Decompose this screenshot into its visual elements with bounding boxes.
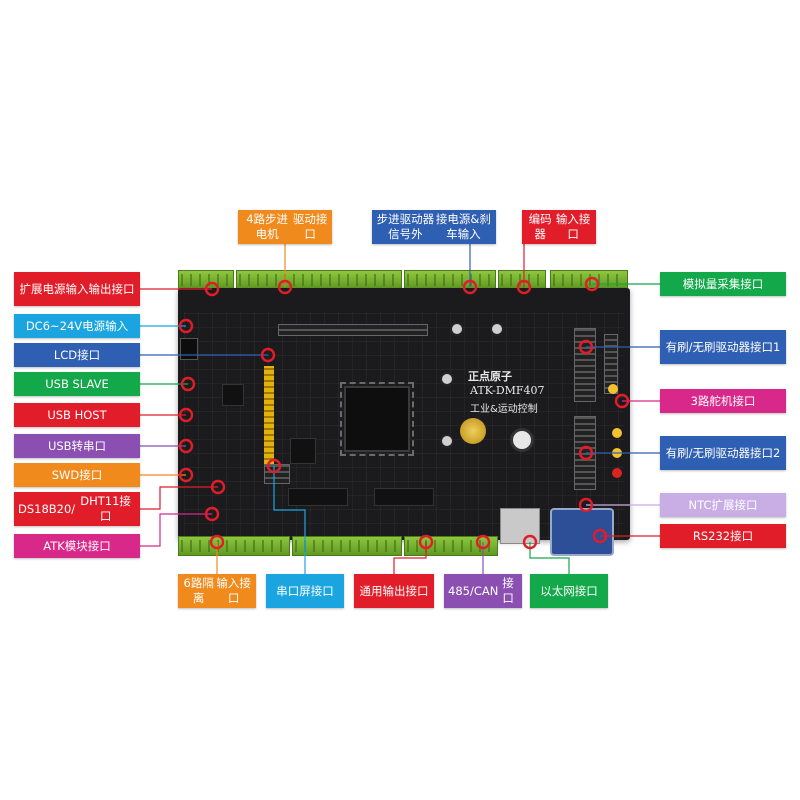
callout-stepper-signal: 步进驱动器信号外接电源&刹车输入 <box>372 210 496 244</box>
pcb: 正点原子 ATK-DMF407 工业&运动控制 <box>178 288 630 552</box>
callout-analog-acq: 模拟量采集接口 <box>660 272 786 296</box>
callout-stepper-driver: 4路步进电机驱动接口 <box>238 210 332 244</box>
callout-servo-3ch: 3路舵机接口 <box>660 389 786 413</box>
db9-connector <box>550 508 614 556</box>
bldc-header-1 <box>574 328 596 402</box>
serial-screen-header <box>264 464 290 484</box>
terminal-block <box>498 270 546 290</box>
buzzer <box>510 428 534 452</box>
capacitor <box>450 322 464 336</box>
board-brand: 正点原子 <box>468 370 512 383</box>
callout-lcd-interface: LCD接口 <box>14 343 140 367</box>
callout-ds18b20-dht11: DS18B20/DHT11接口 <box>14 492 140 526</box>
ethernet-port <box>500 508 540 544</box>
terminal-block <box>404 270 496 290</box>
callout-usb-host: USB HOST <box>14 403 140 427</box>
callout-usb-to-serial: USB转串口 <box>14 434 140 458</box>
status-led <box>612 468 622 478</box>
callout-ntc-ext: NTC扩展接口 <box>660 493 786 517</box>
callout-rs232: RS232接口 <box>660 524 786 548</box>
ic-chip <box>290 438 316 464</box>
coin-battery <box>460 418 486 444</box>
capacitor <box>440 372 454 386</box>
terminal-block <box>236 270 402 290</box>
status-led <box>608 384 618 394</box>
terminal-block <box>178 270 234 290</box>
terminal-block <box>550 270 628 290</box>
lcd-header <box>264 366 274 464</box>
status-led <box>612 448 622 458</box>
terminal-block <box>178 536 290 556</box>
pin-header <box>278 324 428 336</box>
terminal-block <box>292 536 402 556</box>
callout-usb-slave: USB SLAVE <box>14 372 140 396</box>
callout-atk-module: ATK模块接口 <box>14 534 140 558</box>
capacitor <box>490 322 504 336</box>
dc-power-jack <box>180 338 198 360</box>
callout-dc-power-input: DC6~24V电源输入 <box>14 314 140 338</box>
optocoupler-row <box>374 488 434 506</box>
mcu-chip <box>340 382 414 456</box>
callout-bldc-driver-2: 有刷/无刷驱动器接口2 <box>660 436 786 470</box>
callout-ext-power-io: 扩展电源输入输出接口 <box>14 272 140 306</box>
callout-ethernet: 以太网接口 <box>530 574 608 608</box>
board-model: ATK-DMF407 <box>470 384 545 397</box>
callout-serial-screen: 串口屏接口 <box>266 574 344 608</box>
capacitor <box>440 434 454 448</box>
callout-isolated-input-6: 6路隔离输入接口 <box>178 574 256 608</box>
status-led <box>612 428 622 438</box>
atk-dmf407-board: 正点原子 ATK-DMF407 工业&运动控制 <box>178 270 630 558</box>
optocoupler-row <box>288 488 348 506</box>
callout-bldc-driver-1: 有刷/无刷驱动器接口1 <box>660 330 786 364</box>
callout-swd-interface: SWD接口 <box>14 463 140 487</box>
ic-chip <box>222 384 244 406</box>
callout-encoder-input: 编码器输入接口 <box>522 210 596 244</box>
terminal-block <box>404 536 498 556</box>
board-subtitle: 工业&运动控制 <box>470 404 538 415</box>
callout-general-output: 通用输出接口 <box>354 574 434 608</box>
bldc-header-2 <box>574 416 596 490</box>
